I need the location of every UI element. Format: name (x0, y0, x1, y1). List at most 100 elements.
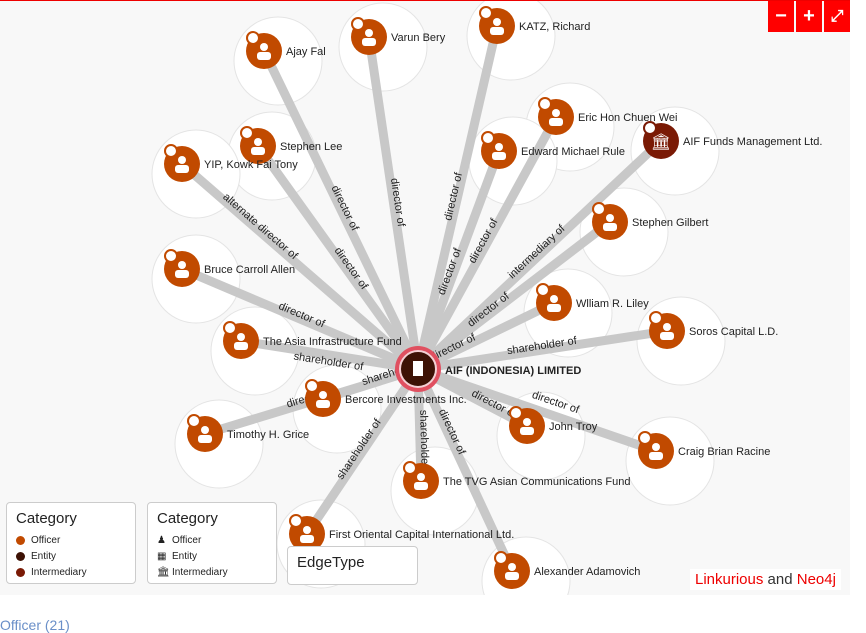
person-icon (178, 156, 186, 164)
person-icon (237, 333, 245, 341)
graph-node[interactable]: First Oriental Capital International Ltd… (289, 514, 514, 552)
graph-node[interactable]: John Troy (509, 406, 598, 444)
node-badge (538, 97, 552, 111)
edge[interactable] (303, 366, 422, 537)
graph-node[interactable]: Stephen Lee (240, 126, 342, 164)
edge[interactable] (413, 24, 502, 371)
edge[interactable] (179, 160, 421, 373)
edge[interactable] (240, 336, 419, 374)
zoom-out-button[interactable]: − (768, 1, 794, 32)
edge[interactable] (413, 367, 517, 573)
graph-node[interactable]: YIP, Kowk Fai Tony (164, 144, 298, 182)
edge[interactable] (414, 114, 560, 372)
person-icon-body (603, 223, 617, 231)
person-icon (178, 261, 186, 269)
legend-item: Officer (31, 534, 61, 546)
node-label: Alexander Adamovich (534, 566, 640, 578)
legend-title: Category (157, 510, 218, 527)
edge[interactable] (415, 218, 613, 373)
node-label: Timothy H. Grice (227, 429, 309, 441)
node-label: Varun Bery (391, 32, 446, 44)
person-icon (552, 109, 560, 117)
person-icon (260, 43, 268, 51)
person-icon-body (505, 572, 519, 580)
officer-section-heading[interactable]: Officer (21) (0, 617, 70, 633)
graph-node[interactable]: Varun Bery (351, 17, 446, 55)
person-icon-body (414, 482, 428, 490)
graph-node[interactable]: The TVG Asian Communications Fund (403, 461, 631, 499)
person-icon: ♟ (157, 534, 166, 546)
graph-node[interactable]: Ajay Fal (246, 31, 326, 69)
graph-node[interactable]: Wlliam R. Liley (536, 283, 649, 321)
node-badge (246, 31, 260, 45)
node-label: Eric Hon Chuen Wei (578, 112, 677, 124)
legend-title: EdgeType (297, 554, 365, 571)
linkurious-link[interactable]: Linkurious (695, 571, 764, 588)
node-label: Bercore Investments Inc. (345, 394, 467, 406)
neo4j-link[interactable]: Neo4j (796, 571, 836, 588)
edge[interactable] (416, 298, 556, 374)
person-icon-body (649, 452, 663, 460)
node-label: The TVG Asian Communications Fund (443, 476, 631, 488)
graph-node[interactable]: Bercore Investments Inc. (305, 379, 467, 417)
edge[interactable] (254, 143, 422, 372)
graph-node[interactable]: Soros Capital L.D. (649, 311, 778, 349)
node-badge (509, 406, 523, 420)
node-badge (479, 6, 493, 20)
graph-node[interactable]: Edward Michael Rule (481, 131, 625, 169)
edge[interactable] (259, 49, 423, 371)
person-icon (508, 563, 516, 571)
person-icon-body (490, 27, 504, 35)
node-label: Soros Capital L.D. (689, 326, 778, 338)
node-label: Ajay Fal (286, 46, 326, 58)
graph-node[interactable]: KATZ, Richard (479, 6, 590, 44)
node-badge (164, 144, 178, 158)
node-badge (240, 126, 254, 140)
edge[interactable] (416, 364, 658, 456)
graph-node[interactable]: Bruce Carroll Allen (164, 249, 295, 287)
edge[interactable] (364, 36, 423, 370)
graph-node[interactable]: Stephen Gilbert (592, 202, 708, 240)
graph-node[interactable]: The Asia Infrastructure Fund (223, 321, 402, 359)
edge[interactable] (414, 137, 665, 373)
person-icon-body (547, 304, 561, 312)
entity-dot-icon (16, 551, 25, 561)
person-icon-body (362, 38, 376, 46)
edge[interactable] (413, 149, 504, 371)
node-label: Stephen Gilbert (632, 217, 708, 229)
person-icon (550, 295, 558, 303)
building-icon (413, 361, 423, 376)
node-label: Stephen Lee (280, 141, 342, 153)
node-label: The Asia Infrastructure Fund (263, 336, 402, 348)
graph-node[interactable]: 🏛AIF Funds Management Ltd. (643, 121, 822, 159)
node-badge (638, 431, 652, 445)
bank-icon: 🏛 (651, 133, 671, 151)
center-node[interactable]: AIF (INDONESIA) LIMITED (395, 346, 581, 392)
zoom-in-button[interactable]: + (796, 1, 822, 32)
legend-title: Category (16, 510, 77, 527)
graph-node[interactable]: Timothy H. Grice (187, 414, 309, 452)
graph-node[interactable]: Eric Hon Chuen Wei (538, 97, 677, 135)
node-label: Wlliam R. Liley (576, 298, 649, 310)
node-badge (536, 283, 550, 297)
fullscreen-button[interactable]: ⤢ (824, 1, 850, 32)
graph-node[interactable]: Craig Brian Racine (638, 431, 770, 469)
legend-edge-type: EdgeType (287, 546, 418, 585)
center-label: AIF (INDONESIA) LIMITED (445, 365, 581, 377)
person-icon (493, 18, 501, 26)
person-icon-body (660, 332, 674, 340)
person-icon (303, 526, 311, 534)
graph-node[interactable]: Alexander Adamovich (494, 551, 640, 589)
building-icon: ▦ (157, 550, 167, 562)
node-label: YIP, Kowk Fai Tony (204, 159, 298, 171)
edge[interactable] (180, 264, 420, 374)
edge[interactable] (417, 326, 668, 374)
legend-color-category: Category Officer Entity Intermediary (6, 502, 136, 584)
node-badge (494, 551, 508, 565)
node-badge (305, 379, 319, 393)
node-badge (164, 249, 178, 263)
credit: Linkurious and Neo4j (690, 569, 841, 590)
person-icon-body (198, 435, 212, 443)
